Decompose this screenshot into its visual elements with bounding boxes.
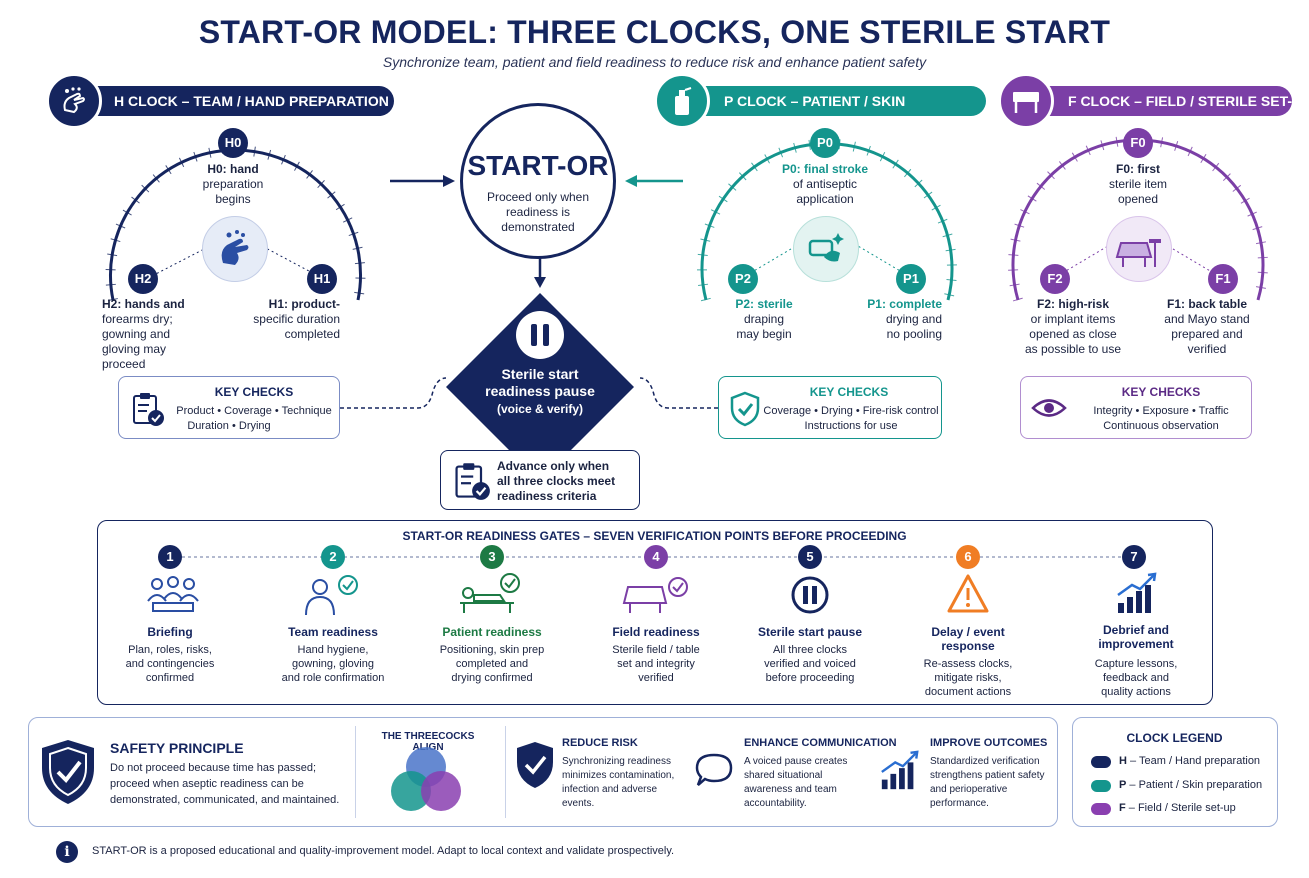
team-meeting-icon — [147, 576, 199, 612]
page-subtitle: Synchronize team, patient and field read… — [382, 54, 927, 70]
clipboard-check-icon — [133, 393, 164, 426]
h-clock-banner: H CLOCK – TEAM / HAND PREPARATION — [58, 86, 394, 116]
h-key-checks: KEY CHECKS Product • Coverage • Techniqu… — [118, 376, 340, 439]
safety-principle-title: SAFETY PRINCIPLE — [110, 740, 244, 756]
enhance-communication-title: ENHANCE COMMUNICATION — [744, 737, 897, 749]
f-key-checks: KEY CHECKS Integrity • Exposure • Traffi… — [1020, 376, 1252, 439]
sterile-table-icon — [998, 73, 1054, 129]
improve-outcomes-title: IMPROVE OUTCOMES — [930, 737, 1048, 749]
p-clock-banner: P CLOCK – PATIENT / SKIN PREPARATION — [668, 86, 986, 139]
legend-swatch-f — [1091, 803, 1111, 815]
shield-check-icon — [730, 391, 760, 427]
pause-icon — [516, 311, 564, 359]
readiness-gates-panel: START-OR READINESS GATES – SEVEN VERIFIC… — [97, 520, 1213, 705]
pause-icon — [791, 576, 829, 614]
gate-number: 5 — [798, 545, 822, 569]
warning-icon — [947, 574, 989, 613]
h0-node: H0 — [218, 128, 248, 158]
gate-number: 7 — [1122, 545, 1146, 569]
f-clock-banner: F CLOCK – FIELD / STERILE SET-UP — [1012, 86, 1292, 139]
gate-number: 6 — [956, 545, 980, 569]
f0-node: F0 — [1123, 128, 1153, 158]
legend-swatch-h — [1091, 756, 1111, 768]
pause-subtitle: (voice & verify) — [496, 402, 584, 416]
shield-check-icon — [42, 740, 94, 804]
f1-node: F1 — [1208, 264, 1238, 294]
patient-bed-icon — [460, 573, 520, 613]
principles-panel — [28, 717, 1058, 827]
skin-prep-icon — [793, 216, 859, 282]
growth-chart-icon — [881, 750, 919, 790]
speech-bubble-icon — [695, 753, 733, 786]
hand-wash-icon — [46, 73, 102, 129]
three-clocks-venn-icon — [391, 747, 461, 811]
eye-icon — [1031, 399, 1067, 417]
hands-washing-icon — [202, 216, 268, 282]
h1-node: H1 — [307, 264, 337, 294]
mayo-stand-icon — [1106, 216, 1172, 282]
antiseptic-bottle-icon — [654, 73, 710, 129]
clipboard-check-icon — [455, 463, 490, 500]
legend-item-h: H – Team / Hand preparation — [1119, 755, 1261, 767]
gate-number: 1 — [158, 545, 182, 569]
p1-node: P1 — [896, 264, 926, 294]
p-key-checks: KEY CHECKS Coverage • Drying • Fire-risk… — [718, 376, 942, 439]
legend-item-f: F – Field / Sterile set-up — [1119, 802, 1236, 814]
person-check-icon — [305, 575, 358, 616]
gate-number: 4 — [644, 545, 668, 569]
clock-legend: CLOCK LEGEND H – Team / Hand preparation… — [1072, 717, 1278, 827]
info-icon: i — [56, 841, 78, 863]
gate-number: 3 — [480, 545, 504, 569]
shield-check-icon — [517, 742, 553, 788]
page-title: START-OR MODEL: THREE CLOCKS, ONE STERIL… — [198, 14, 1111, 50]
divider — [505, 726, 506, 818]
footer-note: START-OR is a proposed educational and q… — [92, 845, 675, 857]
table-check-icon — [622, 577, 688, 613]
growth-chart-icon — [1117, 572, 1157, 613]
f2-node: F2 — [1040, 264, 1070, 294]
p0-node: P0 — [810, 128, 840, 158]
reduce-risk-title: REDUCE RISK — [562, 737, 638, 749]
gate-number: 2 — [321, 545, 345, 569]
h2-node: H2 — [128, 264, 158, 294]
legend-swatch-p — [1091, 780, 1111, 792]
pause-diamond — [446, 293, 634, 481]
legend-item-p: P – Patient / Skin preparation — [1119, 779, 1263, 791]
safety-principle-text: Do not proceed because time has passed;p… — [110, 762, 340, 806]
divider — [355, 726, 356, 818]
p2-node: P2 — [728, 264, 758, 294]
